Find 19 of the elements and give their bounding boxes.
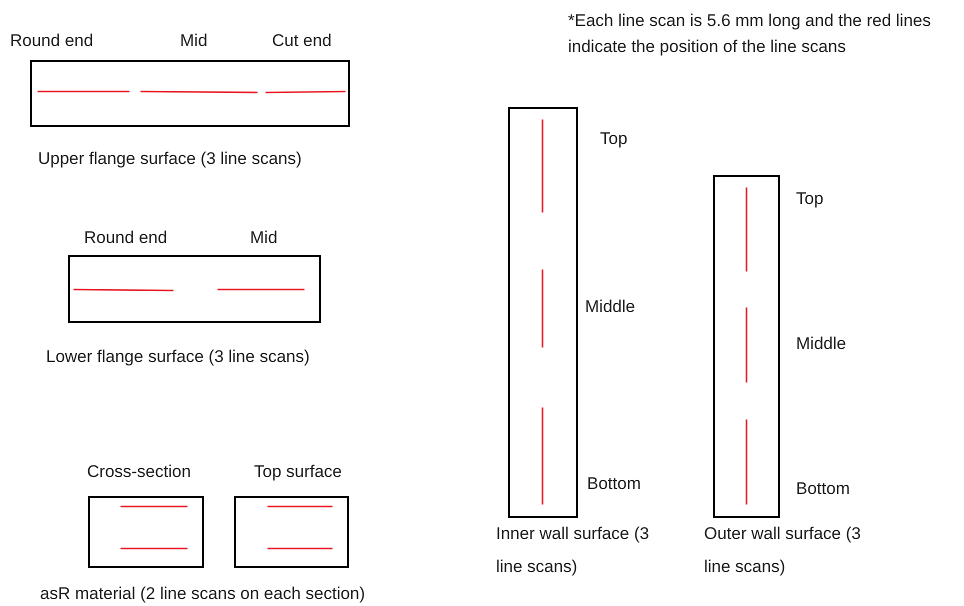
surface-caption: Lower flange surface (3 line scans) <box>46 346 310 368</box>
position-label: Mid <box>250 227 278 248</box>
position-label: Mid <box>180 30 208 52</box>
section-heading: Cross-section <box>87 461 191 482</box>
position-label: Bottom <box>796 478 850 500</box>
surface-caption: Upper flange surface (3 line scans) <box>38 148 302 170</box>
position-label: Top <box>796 188 824 210</box>
section-heading: Top surface <box>254 461 342 482</box>
position-label: Middle <box>796 333 846 354</box>
position-label: Middle <box>585 296 636 318</box>
material-caption: asR material (2 line scans on each section) <box>40 583 366 604</box>
position-label: Top <box>600 128 628 150</box>
position-label: Round end <box>10 30 94 52</box>
position-label: Round end <box>84 227 168 248</box>
note-text: *Each line scan is 5.6 mm long and the red lines indicate the position of the line scans <box>568 10 932 58</box>
surface-caption: Inner wall surface (3 line scans) <box>496 523 650 578</box>
position-label: Cut end <box>272 30 332 52</box>
position-label: Bottom <box>587 473 641 494</box>
surface-caption: Outer wall surface (3 line scans) <box>704 523 862 578</box>
